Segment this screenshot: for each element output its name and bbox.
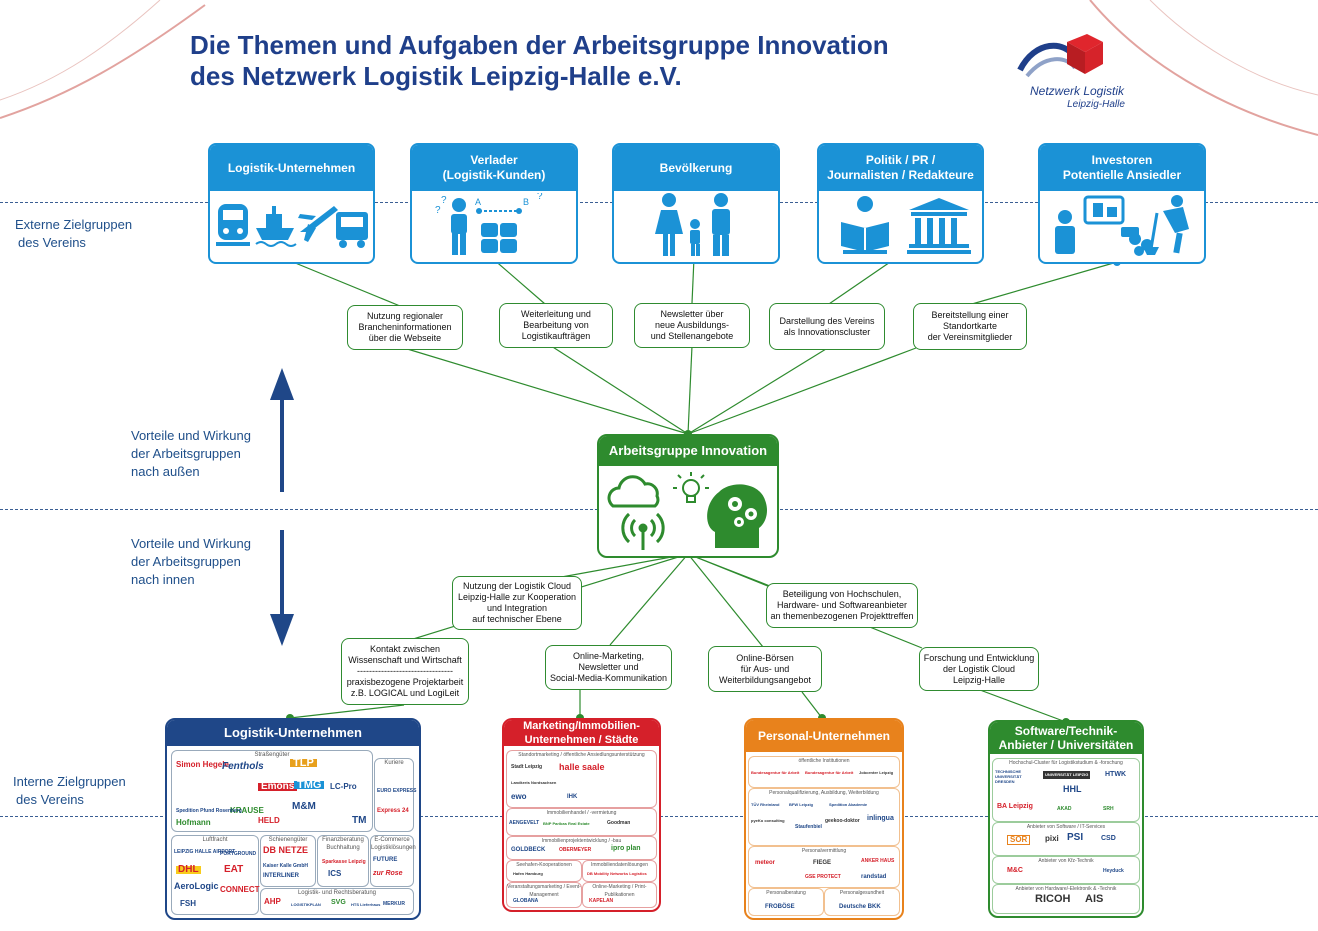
ship-icon bbox=[254, 206, 297, 247]
benefit-innovationscluster: Darstellung des Vereins als Innovationsc… bbox=[769, 303, 885, 350]
construction-worker-icon bbox=[1143, 195, 1189, 255]
section-software-it: Anbieter von Software / IT-Services SOR … bbox=[992, 822, 1140, 856]
reader-icon bbox=[840, 196, 889, 254]
section-kfz-technik: Anbieter von Kfz-Technik M&C Heyduck bbox=[992, 856, 1140, 884]
head-gears-icon bbox=[707, 484, 767, 548]
family-icon bbox=[655, 193, 730, 256]
external-group-verlader: Verlader (Logistik-Kunden) ? ? A B ? bbox=[410, 143, 578, 264]
containers-icon bbox=[481, 223, 517, 253]
section-schienengueter: Schienengüter DB NETZE Kaiser Kalle GmbH… bbox=[260, 835, 316, 887]
lightbulb-icon bbox=[673, 472, 709, 503]
svg-text:B: B bbox=[523, 197, 529, 207]
section-projektentwicklung: Immobilienprojektentwicklung / -bau GOLD… bbox=[506, 836, 657, 860]
benefit-wissenschaft-wirtschaft: Kontakt zwischen Wissenschaft und Wirtsc… bbox=[341, 638, 469, 705]
benefit-standortkarte: Bereitstellung einer Standortkarte der V… bbox=[913, 303, 1027, 350]
section-personalberatung: Personalberatung FROBÖSE bbox=[748, 888, 824, 916]
label-vorteile-aussen: Vorteile und Wirkung der Arbeitsgruppen … bbox=[131, 428, 251, 479]
label-externe-zielgruppen: Externe Zielgruppen des Vereins bbox=[15, 217, 133, 250]
section-rechtsberatung: Logistik- und Rechtsberatung AHP LOGISTI… bbox=[260, 888, 414, 915]
section-e-commerce: E-Commerce Logistiklösungen FUTURE zur R… bbox=[370, 835, 416, 887]
internal-group-personal-unternehmen: Personal-Unternehmen öffentliche Institu… bbox=[744, 718, 904, 920]
benefit-logistik-cloud: Nutzung der Logistik Cloud Leipzig-Halle… bbox=[452, 576, 582, 630]
benefit-newsletter: Newsletter über neue Ausbildungs- und St… bbox=[634, 303, 750, 348]
government-building-icon bbox=[906, 198, 971, 254]
section-standortmarketing: Standortmarketing / öffentliche Ansiedlu… bbox=[506, 750, 657, 808]
route-a-b-icon bbox=[476, 208, 522, 214]
truck-icon bbox=[335, 212, 368, 248]
svg-text:A: A bbox=[475, 197, 481, 207]
page-title: Die Themen und Aufgaben der Arbeitsgrupp… bbox=[190, 30, 889, 91]
section-luftfracht: Luftfracht LEIPZIG HALLE AIRPORT PORTGRO… bbox=[171, 835, 260, 915]
section-personalvermittlung: Personalvermittlung meteor FIEGE ANKER H… bbox=[748, 846, 900, 888]
label-interne-zielgruppen: Interne Zielgruppen des Vereins bbox=[13, 774, 126, 807]
section-hochschul-cluster: Hochschul-Cluster für Logistikstudium & … bbox=[992, 758, 1140, 822]
logo-text: Netzwerk Logistik Leipzig-Halle bbox=[1029, 84, 1125, 110]
cloud-icon bbox=[607, 475, 660, 508]
section-hardware-elektronik: Anbieter von Hardware/-Elektronik & -Tec… bbox=[992, 884, 1140, 914]
train-icon bbox=[215, 204, 250, 246]
section-immobiliendaten: Immobiliendatenlösungen DB Mobility Netw… bbox=[582, 860, 657, 882]
section-personalgesundheit: Personalgesundheit Deutsche BKK bbox=[824, 888, 900, 916]
signal-tower-icon bbox=[621, 512, 665, 550]
person-question-icon bbox=[451, 198, 467, 255]
section-finanzberatung: Finanzberatung Buchhaltung Sparkasse Lei… bbox=[317, 835, 369, 887]
benefit-branchen-info: Nutzung regionaler Brancheninformationen… bbox=[347, 305, 463, 350]
plane-icon bbox=[297, 206, 338, 242]
section-qualifizierung: Personalqualifizierung, Ausbildung, Weit… bbox=[748, 788, 900, 846]
svg-text:?: ? bbox=[537, 193, 543, 202]
benefit-online-marketing: Online-Marketing, Newsletter und Social-… bbox=[545, 645, 672, 690]
benefit-hochschulen: Beteiligung von Hochschulen, Hardware- u… bbox=[766, 583, 918, 628]
section-strassengueter: Straßengüter Simon Hegele Fenthols TLP E… bbox=[171, 750, 373, 832]
arbeitsgruppe-innovation-node: Arbeitsgruppe Innovation bbox=[597, 434, 779, 558]
external-group-bevoelkerung: Bevölkerung bbox=[612, 143, 780, 264]
investor-icon bbox=[1055, 210, 1075, 254]
label-vorteile-innen: Vorteile und Wirkung der Arbeitsgruppen … bbox=[131, 536, 251, 587]
svg-text:?: ? bbox=[441, 195, 447, 206]
benefit-online-boersen: Online-Börsen für Aus- und Weiterbildung… bbox=[708, 646, 822, 692]
section-immobilienhandel: Immobilienhandel / -vermietung AENGEVELT… bbox=[506, 808, 657, 836]
benefit-logistikauftraege: Weiterleitung und Bearbeitung von Logist… bbox=[499, 303, 613, 348]
internal-group-marketing-immobilien: Marketing/Immobilien- Unternehmen / Städ… bbox=[502, 718, 661, 912]
section-online-marketing: Online-Marketing / Print-Publikationen K… bbox=[582, 882, 657, 908]
section-veranstaltung: Veranstaltungsmarketing / Event-Manageme… bbox=[506, 882, 582, 908]
internal-group-software-technik: Software/Technik- Anbieter / Universität… bbox=[988, 720, 1144, 918]
section-seehafen: Seehafen-Kooperationen Hafen Hamburg bbox=[506, 860, 582, 882]
section-kuriere: Kuriere EURO EXPRESS Express 24 bbox=[374, 758, 416, 832]
benefit-forschung-cloud: Forschung und Entwicklung der Logistik C… bbox=[919, 647, 1039, 691]
section-oeffentliche-institutionen: öffentliche Institutionen Bundesagentur … bbox=[748, 756, 900, 788]
netzwerk-logistik-logo-icon bbox=[1017, 34, 1103, 78]
external-group-logistik-unternehmen: Logistik-Unternehmen bbox=[208, 143, 375, 264]
internal-group-logistik-unternehmen: Logistik-Unternehmen Straßengüter Simon … bbox=[165, 718, 421, 920]
external-group-politik-pr: Politik / PR / Journalisten / Redakteure bbox=[817, 143, 984, 264]
svg-text:?: ? bbox=[435, 205, 441, 216]
external-group-investoren: Investoren Potentielle Ansiedler bbox=[1038, 143, 1206, 264]
